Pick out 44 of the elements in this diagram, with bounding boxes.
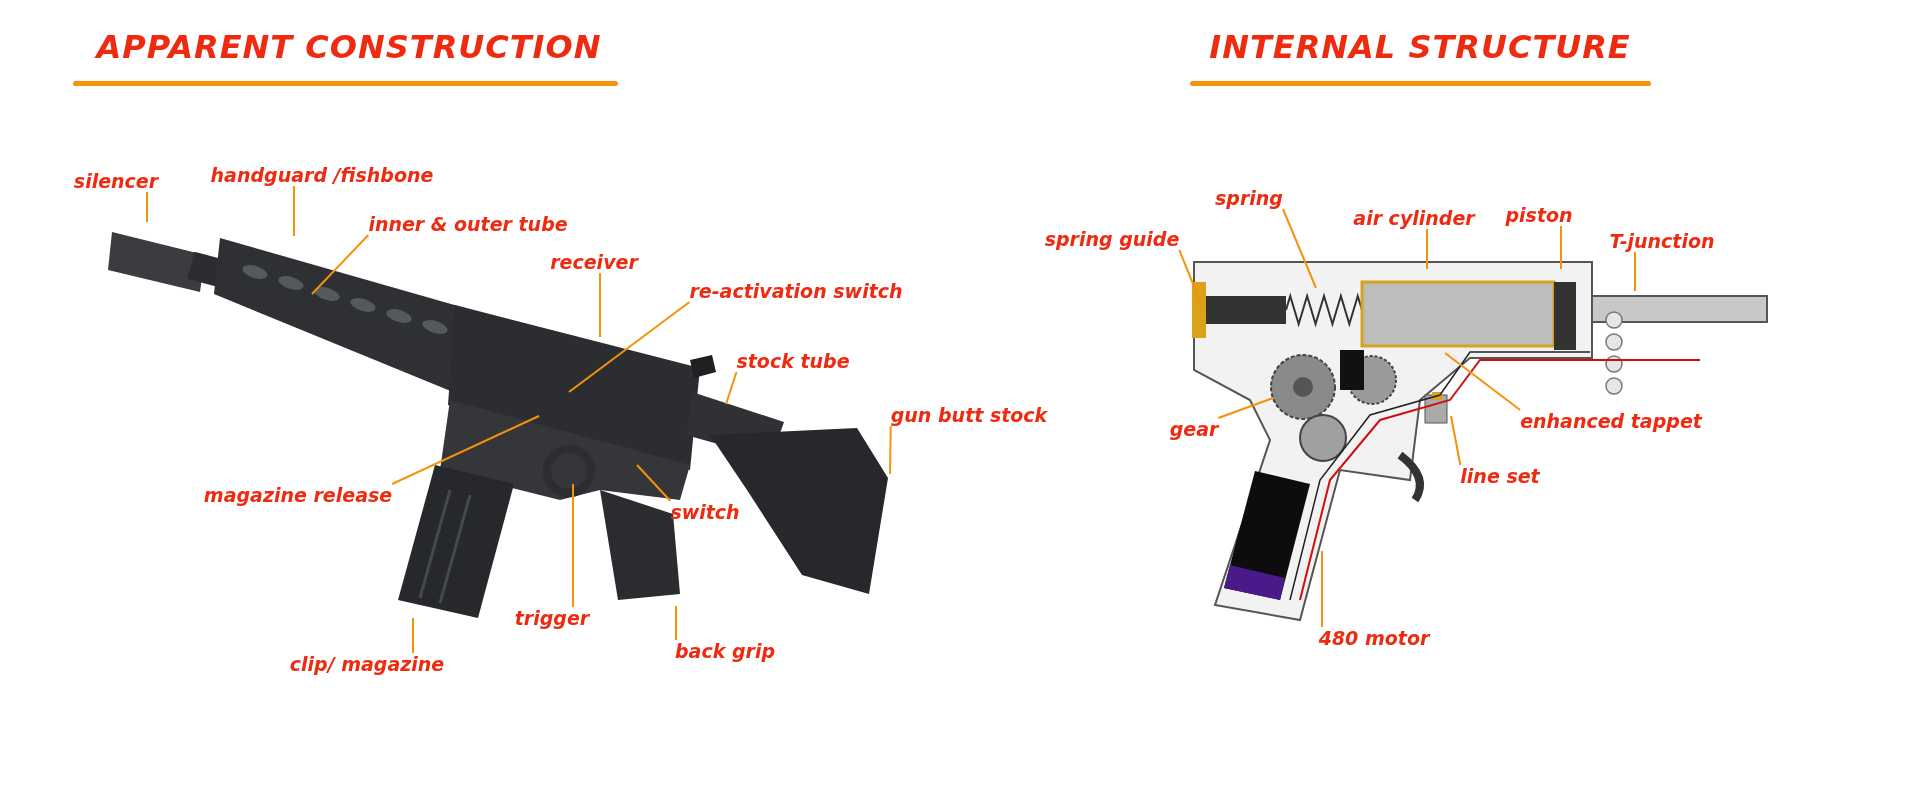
leader-line <box>568 301 691 393</box>
leader-line <box>675 605 677 641</box>
part-label: clip/ magazine <box>289 653 445 675</box>
leader-line <box>1281 208 1317 289</box>
section-heading: APPARENT CONSTRUCTION <box>96 28 602 66</box>
leader-line <box>293 185 295 237</box>
part-label: re-activation switch <box>689 280 903 302</box>
leader-line <box>1634 251 1636 292</box>
leader-line <box>1560 225 1562 270</box>
leader-line <box>311 234 370 295</box>
leader-line <box>412 617 414 654</box>
part-label: air cylinder <box>1353 207 1475 229</box>
leader-line <box>572 483 574 608</box>
part-label: spring <box>1215 187 1283 209</box>
part-label: handguard /fishbone <box>210 164 434 186</box>
leader-line <box>889 425 892 475</box>
leader-line <box>599 272 601 338</box>
part-label: piston <box>1505 204 1573 226</box>
leader-line <box>1321 550 1323 628</box>
section-heading: INTERNAL STRUCTURE <box>1209 28 1631 66</box>
part-label: inner & outer tube <box>368 213 568 235</box>
leader-line <box>146 191 148 223</box>
part-label: switch <box>670 501 740 523</box>
leader-line <box>1178 249 1203 307</box>
leader-line <box>1450 415 1462 466</box>
part-label: 480 motor <box>1318 627 1430 649</box>
part-label: gun butt stock <box>890 404 1048 426</box>
leader-line <box>1217 397 1274 419</box>
leader-line <box>1444 352 1522 411</box>
leader-line <box>725 371 738 405</box>
part-label: T-junction <box>1609 230 1715 252</box>
part-label: spring guide <box>1044 228 1180 250</box>
part-label: line set <box>1460 465 1540 487</box>
part-label: gear <box>1169 418 1219 440</box>
leader-line <box>636 464 672 502</box>
part-label: receiver <box>550 251 638 273</box>
part-label: stock tube <box>736 350 850 372</box>
part-label: back grip <box>675 640 775 662</box>
part-label: silencer <box>73 170 159 192</box>
leader-line <box>1426 228 1428 270</box>
leader-line <box>391 415 540 485</box>
part-label: magazine release <box>203 484 393 506</box>
part-label: trigger <box>514 607 590 629</box>
part-label: enhanced tappet <box>1520 410 1702 432</box>
